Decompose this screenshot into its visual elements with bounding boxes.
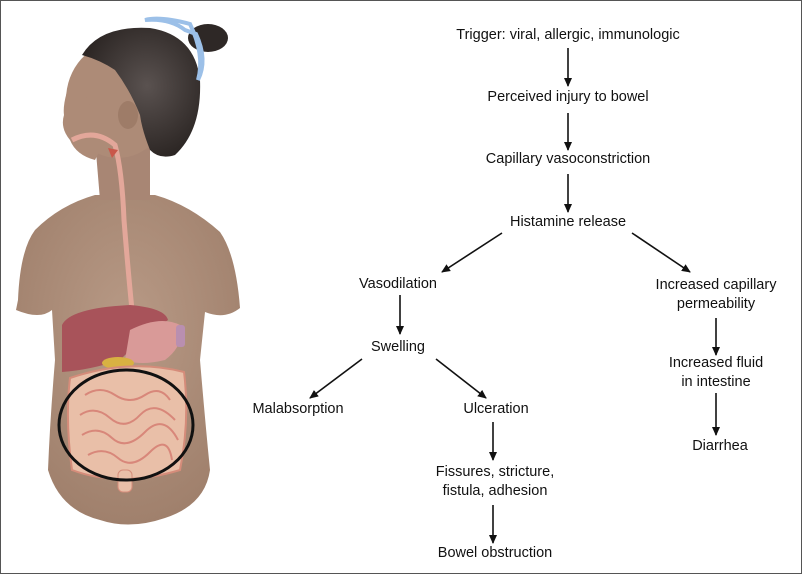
intestine-highlight-circle (57, 368, 195, 482)
arrow-histamine-vasodilation (441, 232, 503, 273)
arrow-swelling-ulceration (435, 358, 487, 399)
node-obstruction: Bowel obstruction (437, 545, 553, 561)
small-intestine (79, 389, 179, 464)
node-malabsorption: Malabsorption (252, 401, 344, 417)
node-vasodilation: Vasodilation (359, 276, 437, 292)
node-permeability-line1: Increased capillary (655, 277, 777, 293)
swallow-arrow-icon (108, 148, 118, 158)
node-fluid-line1: Increased fluid (668, 355, 764, 371)
ear (118, 101, 138, 129)
hair (82, 27, 201, 157)
liver (62, 305, 168, 372)
node-trigger: Trigger: viral, allergic, immunologic (456, 27, 680, 43)
node-vasoconstriction: Capillary vasoconstriction (485, 151, 651, 167)
esophagus (70, 132, 135, 311)
node-ulceration: Ulceration (463, 401, 529, 417)
node-fissures-line1: Fissures, stricture, (435, 464, 555, 480)
node-injury: Perceived injury to bowel (487, 89, 649, 105)
node-diarrhea: Diarrhea (692, 438, 748, 454)
stomach (125, 321, 181, 363)
arrow-histamine-permeability (631, 232, 691, 273)
node-fluid-line2: in intestine (681, 374, 751, 390)
ribbon-icon (144, 16, 205, 81)
spleen (176, 325, 185, 347)
node-histamine: Histamine release (509, 214, 627, 230)
node-swelling: Swelling (371, 339, 425, 355)
node-permeability-line2: permeability (676, 296, 756, 312)
child-digestive-illustration (16, 16, 240, 525)
node-fissures-line2: fistula, adhesion (442, 483, 548, 499)
arrow-swelling-malabsorption (309, 358, 363, 399)
